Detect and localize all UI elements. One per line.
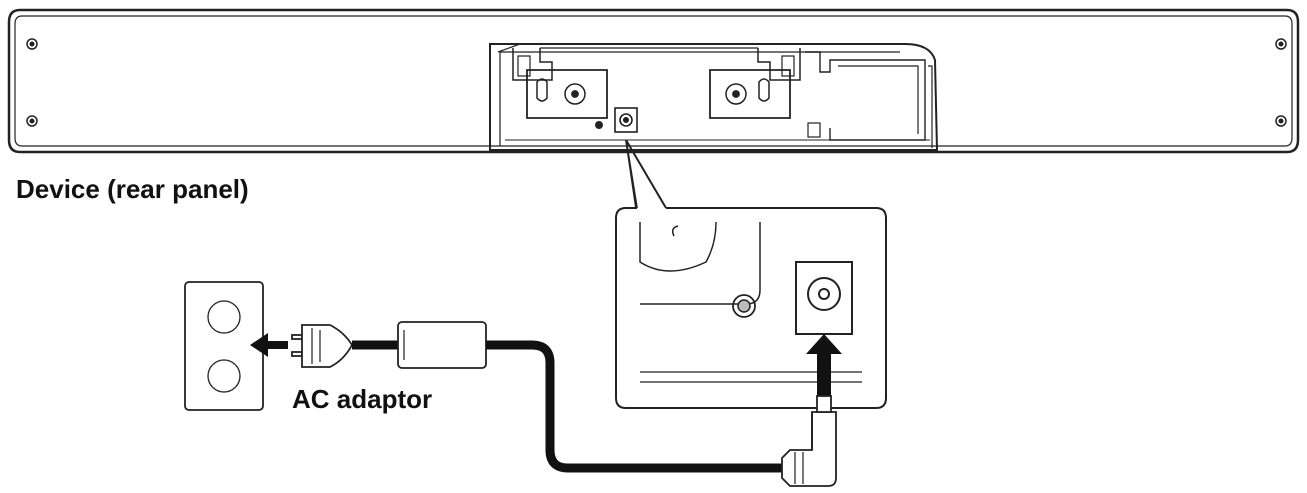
dc-cable bbox=[486, 340, 788, 473]
device-label: Device (rear panel) bbox=[16, 174, 249, 204]
adaptor-label: AC adaptor bbox=[292, 384, 433, 414]
ac-plug bbox=[291, 324, 354, 368]
rear-compartment bbox=[489, 43, 939, 151]
bracket-plate-right bbox=[709, 69, 791, 119]
device-rear-panel bbox=[7, 8, 1300, 154]
screw-icon bbox=[1275, 38, 1287, 50]
callout-box bbox=[615, 207, 887, 409]
reset-hole bbox=[595, 121, 603, 129]
callout-small-button bbox=[732, 294, 756, 318]
mount-tab-left bbox=[512, 48, 553, 81]
dc-in-port bbox=[614, 107, 638, 133]
device-body-inner-line bbox=[14, 15, 1293, 147]
screw-icon bbox=[26, 38, 38, 50]
dc-plug bbox=[781, 395, 837, 487]
arrow-left-icon bbox=[250, 333, 288, 357]
adaptor-brick bbox=[397, 321, 487, 369]
bracket-plate-left bbox=[526, 69, 608, 119]
arrow-up-icon bbox=[806, 334, 842, 406]
mount-tab-right bbox=[757, 48, 801, 81]
screw-icon bbox=[1275, 115, 1287, 127]
outlet-socket bbox=[207, 300, 241, 334]
rear-compartment-inner bbox=[497, 43, 900, 146]
callout-bracket-arc bbox=[639, 221, 717, 272]
screw-icon bbox=[26, 115, 38, 127]
magnified-callout bbox=[615, 139, 887, 409]
wall-outlet bbox=[184, 281, 264, 411]
outlet-socket bbox=[207, 359, 241, 393]
device-body-outline bbox=[7, 8, 1300, 154]
